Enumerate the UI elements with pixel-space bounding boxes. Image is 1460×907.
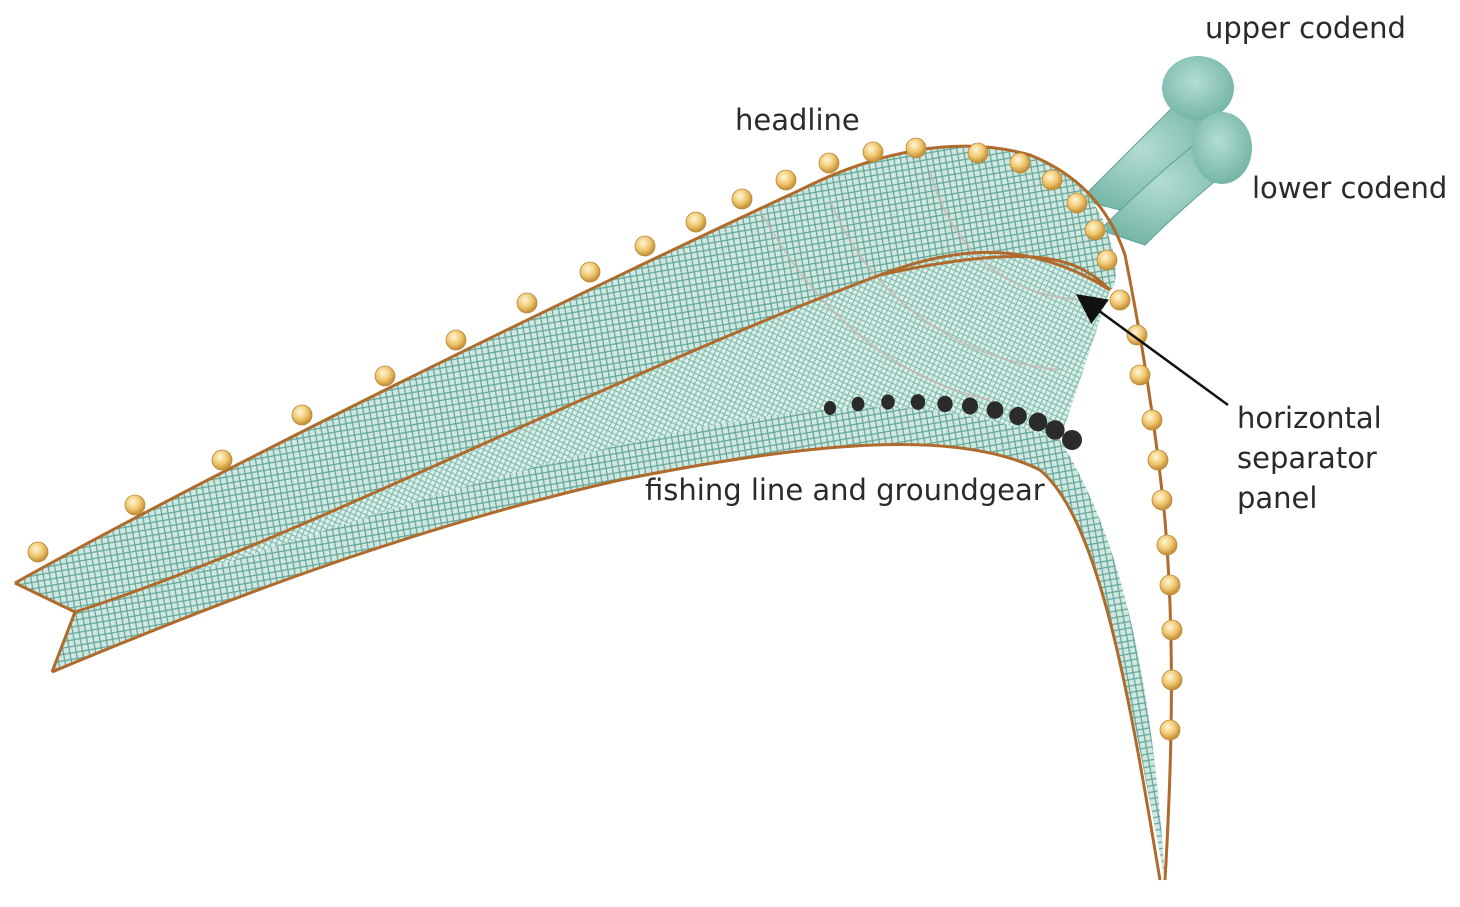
separator-arrow — [1080, 297, 1228, 405]
upper-codend-label: upper codend — [1205, 8, 1406, 48]
weight — [1062, 430, 1082, 450]
float — [863, 142, 883, 162]
float — [517, 293, 537, 313]
float — [292, 405, 312, 425]
float — [906, 138, 926, 158]
upper-codend-bulb — [1162, 56, 1234, 120]
weight — [1045, 420, 1064, 439]
separator-panel-label: horizontal separator panel — [1237, 398, 1382, 518]
float — [1142, 410, 1162, 430]
float — [375, 366, 395, 386]
float — [1042, 170, 1062, 190]
float — [28, 542, 48, 562]
separator-label-line2: separator — [1237, 438, 1382, 478]
float — [1162, 670, 1182, 690]
headline-label: headline — [735, 100, 860, 140]
float — [212, 450, 232, 470]
float — [580, 262, 600, 282]
float — [819, 153, 839, 173]
lower-codend-bulb — [1192, 112, 1252, 184]
float — [686, 212, 706, 232]
float — [1148, 450, 1168, 470]
float — [968, 143, 988, 163]
separator-label-line3: panel — [1237, 478, 1382, 518]
weight — [852, 397, 865, 412]
float — [1110, 290, 1130, 310]
fishing-line-label: fishing line and groundgear — [645, 470, 1045, 510]
weight — [937, 396, 952, 412]
float — [1152, 490, 1172, 510]
float — [1157, 535, 1177, 555]
float — [1010, 153, 1030, 173]
float — [1160, 720, 1180, 740]
weight — [962, 398, 978, 415]
float — [635, 236, 655, 256]
lower-codend-label: lower codend — [1252, 168, 1447, 208]
float — [1085, 220, 1105, 240]
float — [1097, 250, 1117, 270]
weight — [911, 394, 925, 410]
weight — [824, 401, 836, 415]
float — [1130, 365, 1150, 385]
float — [1162, 620, 1182, 640]
weight — [987, 401, 1004, 419]
float — [446, 330, 466, 350]
separator-label-line1: horizontal — [1237, 398, 1382, 438]
weight — [881, 394, 895, 409]
float — [1160, 575, 1180, 595]
float — [1067, 193, 1087, 213]
float — [125, 495, 145, 515]
float — [732, 189, 752, 209]
weight — [1029, 413, 1047, 432]
float — [776, 170, 796, 190]
weight — [1009, 407, 1027, 425]
